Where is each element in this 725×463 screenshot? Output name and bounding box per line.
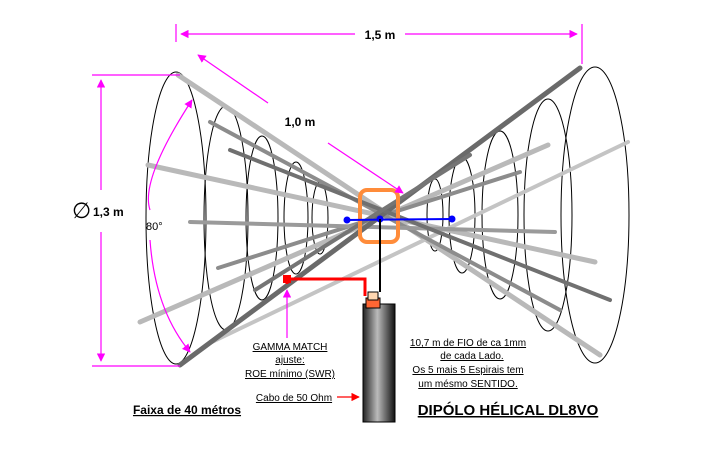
dimension-lines xyxy=(92,24,583,367)
right-helix-spirals xyxy=(426,66,630,364)
svg-text:ROE mínimo (SWR): ROE mínimo (SWR) xyxy=(245,369,335,380)
arm-length-label: 1,0 m xyxy=(285,115,316,129)
svg-text:de cada Lado.: de cada Lado. xyxy=(440,351,503,362)
svg-text:Os 5 mais 5 Espirais tem: Os 5 mais 5 Espirais tem xyxy=(412,365,523,376)
svg-text:GAMMA MATCH: GAMMA MATCH xyxy=(253,342,328,353)
svg-text:ajuste:: ajuste: xyxy=(275,355,304,366)
cable-label: Cabo de 50 Ohm xyxy=(256,393,332,404)
angle-label: 80° xyxy=(146,221,163,233)
diameter-symbol: ∅ xyxy=(72,198,91,223)
svg-text:um mésmo SENTIDO.: um mésmo SENTIDO. xyxy=(418,379,517,390)
coax-cable xyxy=(362,291,396,423)
diameter-label: 1,3 m xyxy=(93,205,124,219)
band-label: Faixa de 40 métros xyxy=(133,403,241,417)
diagram-title: DIPÓLO HÉLICAL DL8VO xyxy=(418,401,599,419)
gamma-match-note: GAMMA MATCH ajuste: ROE mínimo (SWR) xyxy=(245,342,335,380)
wire-note: 10,7 m de FIO de ca 1mm de cada Lado. Os… xyxy=(410,338,526,390)
width-label: 1,5 m xyxy=(365,28,396,42)
svg-text:10,7 m de FIO de ca 1mm: 10,7 m de FIO de ca 1mm xyxy=(410,338,526,349)
gamma-clamp xyxy=(283,275,291,283)
